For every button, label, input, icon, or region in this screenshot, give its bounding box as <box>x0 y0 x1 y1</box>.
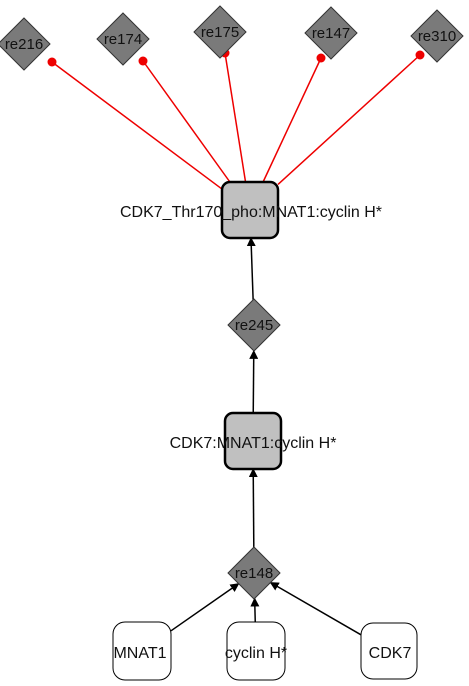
inhibition-dot-re174 <box>138 56 148 66</box>
species-node-cdk7[interactable]: CDK7 <box>360 622 418 680</box>
species-label: CDK7 <box>369 645 412 662</box>
inhibition-edge-re175 <box>224 52 247 183</box>
production-edge-cyclinh-to-re148 <box>250 597 260 623</box>
inhibition-edge-re147 <box>262 57 322 183</box>
species-label: CDK7:MNAT1:cyclin H* <box>170 435 337 452</box>
reaction-diamond <box>227 298 281 352</box>
reaction-label: re148 <box>235 565 273 582</box>
reaction-node-re174[interactable]: re174 <box>96 12 150 66</box>
reaction-label: re310 <box>418 28 456 45</box>
reaction-diamond <box>410 9 464 63</box>
production-edge-re245-to-phospho-complex <box>246 237 256 300</box>
protein-box <box>112 621 172 681</box>
reaction-diamond <box>193 5 247 59</box>
reaction-label: re174 <box>104 31 142 48</box>
inhibition-edge-re216 <box>51 61 223 190</box>
species-node-cdk7-mnat1-cyclin-h[interactable]: CDK7:MNAT1:cyclin H* <box>170 411 337 471</box>
reaction-label: re245 <box>235 317 273 334</box>
production-edge-complex-to-re245 <box>249 349 259 414</box>
reaction-label: re147 <box>312 25 350 42</box>
complex-box <box>220 180 280 240</box>
inhibition-edge-re310 <box>277 54 421 186</box>
reaction-node-re216[interactable]: re216 <box>0 17 51 71</box>
inhibition-dot-re216 <box>47 57 57 67</box>
reaction-node-re148[interactable]: re148 <box>227 546 281 600</box>
species-node-mnat1[interactable]: MNAT1 <box>112 621 172 681</box>
species-node-cdk7-thr170-pho-mnat1-cyclin-h[interactable]: CDK7_Thr170_pho:MNAT1:cyclin H* <box>120 180 382 240</box>
protein-box <box>226 621 286 681</box>
production-edge-mnat1-to-re148 <box>170 583 240 632</box>
species-label: MNAT1 <box>113 645 166 662</box>
production-edge-cdk7-to-re148 <box>269 581 362 636</box>
species-label: cyclin H* <box>225 645 287 662</box>
inhibition-dot-re147 <box>316 53 326 63</box>
production-edge-re148-to-complex <box>248 468 258 548</box>
reaction-label: re175 <box>201 24 239 41</box>
reaction-label: re216 <box>5 36 43 53</box>
species-node-cyclin-h[interactable]: cyclin H* <box>225 621 287 681</box>
inhibition-edge-re174 <box>142 60 231 183</box>
inhibition-dot-re310 <box>415 50 425 60</box>
complex-box <box>223 411 283 471</box>
species-label: CDK7_Thr170_pho:MNAT1:cyclin H* <box>120 204 382 221</box>
reaction-diamond <box>227 546 281 600</box>
reaction-diamond <box>304 6 358 60</box>
reaction-diamond <box>96 12 150 66</box>
reaction-node-re175[interactable]: re175 <box>193 5 247 59</box>
reaction-node-re245[interactable]: re245 <box>227 298 281 352</box>
reaction-node-re147[interactable]: re147 <box>304 6 358 60</box>
reaction-node-re310[interactable]: re310 <box>410 9 464 63</box>
reaction-diamond <box>0 17 51 71</box>
protein-box <box>360 622 418 680</box>
